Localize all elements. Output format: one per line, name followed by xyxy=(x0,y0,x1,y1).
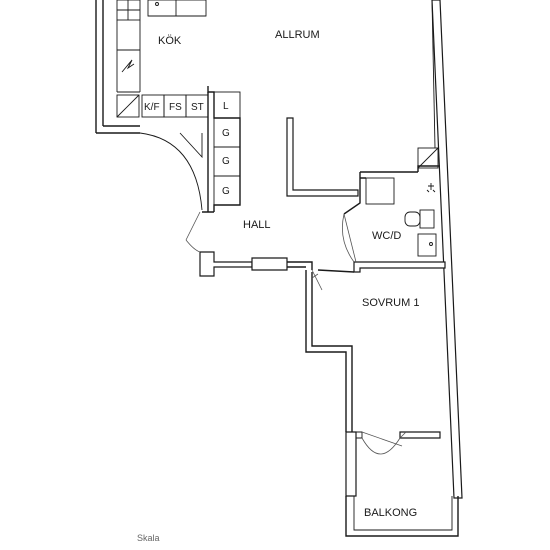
room-label-wcd: WC/D xyxy=(372,230,401,242)
bathroom-top-wall xyxy=(343,171,418,215)
ventilation-slash xyxy=(417,147,439,169)
bedroom-partition-top xyxy=(317,269,355,273)
fixture-label-l: L xyxy=(223,101,229,112)
hall-entrance-wall xyxy=(199,251,253,277)
room-label-sovrum: SOVRUM 1 xyxy=(362,297,419,309)
bathroom-door-swing xyxy=(341,213,357,263)
cabinet-g3 xyxy=(213,175,241,206)
cabinet-st xyxy=(185,94,209,118)
fixture-label-kf: K/F xyxy=(144,102,160,113)
fixture-label-g3: G xyxy=(222,186,230,197)
kitchen-left-wall xyxy=(95,0,140,134)
doors xyxy=(185,211,407,455)
fixture-label-g2: G xyxy=(222,156,230,167)
washbasin-drain xyxy=(429,242,433,246)
room-label-balkong: BALKONG xyxy=(364,507,417,519)
balcony-door-wall xyxy=(399,431,441,439)
kitchen-counter-column xyxy=(116,20,141,93)
toilet-tank xyxy=(419,209,435,229)
room-label-kok: KÖK xyxy=(158,35,182,47)
shower-head-icon xyxy=(426,183,436,193)
bathroom-inner-wall xyxy=(417,165,440,172)
allrum-partition xyxy=(286,117,359,197)
sink-drain xyxy=(155,2,159,6)
stove-grid xyxy=(117,0,140,20)
diagonal-cabinet-slash xyxy=(116,94,140,118)
labels: KÖK ALLRUM HALL WC/D SOVRUM 1 BALKONG K/… xyxy=(137,29,419,543)
bedroom-door-swing xyxy=(311,269,323,291)
entrance-door-swing xyxy=(185,211,201,253)
diagonal-cabinet xyxy=(116,94,140,118)
bathroom-fixtures xyxy=(365,147,439,257)
fixture-label-fs: FS xyxy=(169,102,182,113)
fixture-label-g1: G xyxy=(222,128,230,139)
bedroom-left-wall xyxy=(305,270,353,432)
shower-area xyxy=(365,177,395,205)
kitchen-curved-counter xyxy=(139,132,203,211)
balcony-door-swing xyxy=(361,431,403,455)
kitchen-fixtures xyxy=(116,0,241,206)
sink-lines xyxy=(148,0,206,17)
balcony-inner-edge xyxy=(353,496,453,531)
balcony-door-frame xyxy=(356,431,363,439)
balcony-outline xyxy=(345,496,459,537)
walls xyxy=(95,0,463,537)
toilet-bowl xyxy=(404,211,421,227)
room-label-hall: HALL xyxy=(243,219,271,231)
fixture-label-st: ST xyxy=(191,102,204,113)
hall-lower-wall xyxy=(287,261,313,270)
ventilation-shaft xyxy=(417,147,439,169)
bedroom-left-pillar xyxy=(345,431,357,497)
room-label-allrum: ALLRUM xyxy=(275,29,320,41)
right-exterior-wall-inner xyxy=(431,0,436,149)
right-exterior-wall xyxy=(431,0,463,499)
entrance-window xyxy=(251,257,288,271)
kitchen-diagonal-counter xyxy=(179,132,203,159)
dishwasher-mark xyxy=(121,59,135,73)
balcony-door-swing-right xyxy=(399,431,407,439)
scale-label: Skala xyxy=(137,533,160,543)
washbasin xyxy=(417,233,437,257)
bathroom-bottom-wall xyxy=(353,261,446,273)
